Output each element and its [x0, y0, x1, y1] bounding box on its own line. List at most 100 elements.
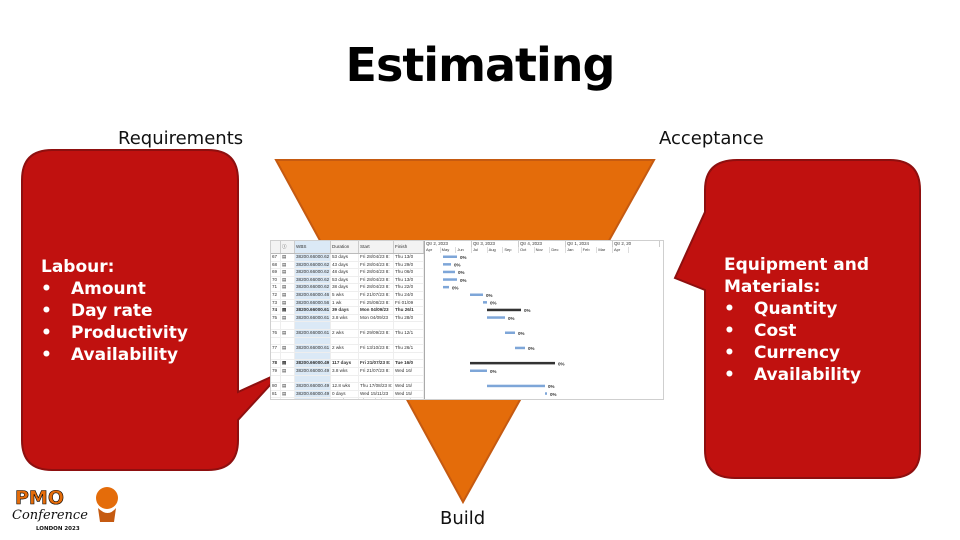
logo-mascot-icon — [96, 487, 118, 509]
gantt-cell-wbs: 38200.66000.62 — [295, 254, 331, 261]
gantt-cell-duration: 2 wks — [331, 329, 359, 337]
gantt-row — [271, 352, 424, 361]
gantt-cell-icon: ▤ — [281, 261, 295, 269]
gantt-cell-icon: ▤ — [281, 367, 295, 375]
gantt-cell-finish — [394, 375, 424, 383]
gantt-cell-finish: Thu 12/1 — [394, 329, 424, 337]
gantt-cell-finish: Thu 28/0 — [394, 314, 424, 322]
gantt-bar-label: 0% — [460, 278, 467, 283]
gantt-col-finish: Finish — [394, 241, 424, 253]
gantt-cell-icon: ▤ — [281, 307, 295, 314]
gantt-col-mode: ⓘ — [281, 241, 295, 253]
gantt-col-id — [271, 241, 281, 253]
gantt-month-label: Apr — [613, 247, 629, 253]
gantt-cell-finish: Thu 26/1 — [394, 307, 424, 314]
equipment-heading: Equipment and Materials: — [724, 255, 870, 297]
gantt-cell-icon: ▤ — [281, 398, 295, 399]
gantt-cell-start: Fri 21/07/23 8: — [359, 367, 394, 375]
gantt-month-label: May — [441, 247, 457, 253]
gantt-cell-finish: Thu 06/0 — [394, 269, 424, 276]
gantt-cell-wbs: 38200.66000.61 — [295, 314, 331, 322]
gantt-cell-finish: Wed 16/ — [394, 367, 424, 375]
gantt-cell-wbs — [295, 322, 331, 329]
gantt-cell-icon — [281, 375, 295, 383]
gantt-cell-id: 82 — [271, 398, 281, 399]
build-label: Build — [440, 508, 486, 529]
gantt-row — [271, 375, 424, 384]
gantt-cell-finish: Tue 16/0 — [394, 360, 424, 367]
gantt-cell-icon: ▤ — [281, 269, 295, 276]
gantt-cell-id: 74 — [271, 307, 281, 314]
gantt-month-label: Jun — [456, 247, 472, 253]
gantt-cell-id: 67 — [271, 254, 281, 261]
gantt-quarter-label: Qtr 1, 2024 — [566, 241, 613, 247]
gantt-cell-wbs: 38200.66000.46 — [295, 291, 331, 299]
gantt-cell-wbs: 38200.66000.49 — [295, 398, 331, 399]
gantt-cell-finish: Thu 13/0 — [394, 254, 424, 261]
gantt-cell-wbs — [295, 337, 331, 345]
gantt-cell-start: Fri 28/04/23 8: — [359, 261, 394, 269]
gantt-cell-id: 75 — [271, 314, 281, 322]
gantt-cell-duration: 43 days — [331, 261, 359, 269]
gantt-cell-duration: 3.8 wks — [331, 367, 359, 375]
gantt-cell-duration — [331, 337, 359, 345]
gantt-table: ⓘ WBS Duration Start Finish 67▤38200.660… — [271, 241, 424, 399]
gantt-cell-duration: 5 wks — [331, 291, 359, 299]
gantt-cell-finish: Wed 15/ — [394, 383, 424, 390]
gantt-cell-finish: Thu 24/0 — [394, 291, 424, 299]
gantt-bar — [443, 255, 457, 258]
gantt-bar-label: 0% — [458, 270, 465, 275]
equipment-item: Currency — [724, 342, 904, 364]
gantt-cell-start: Fri 29/09/23 8: — [359, 329, 394, 337]
gantt-cell-finish: Tue 16/0 — [394, 398, 424, 399]
gantt-cell-start: Thu 16/11/23 8: — [359, 398, 394, 399]
logo-line2: Conference — [12, 508, 88, 523]
gantt-cell-finish — [394, 337, 424, 345]
gantt-bar-label: 0% — [558, 361, 565, 366]
gantt-cell-id: 73 — [271, 299, 281, 307]
gantt-bar — [545, 392, 547, 395]
gantt-cell-start — [359, 322, 394, 329]
gantt-cell-start: Thu 17/08/23 8: — [360, 383, 394, 390]
gantt-cell-duration: 53 days — [331, 276, 359, 284]
gantt-cell-id: 70 — [271, 276, 281, 284]
labour-list: Labour: Amount Day rate Productivity Ava… — [41, 256, 188, 366]
gantt-bar — [443, 270, 455, 274]
gantt-bar — [470, 293, 483, 296]
gantt-bar — [443, 263, 451, 266]
gantt-cell-wbs — [295, 352, 331, 360]
equipment-item: Cost — [724, 320, 904, 342]
gantt-cell-duration: 2 wks — [331, 345, 359, 352]
gantt-cell-icon: ▤ — [281, 345, 295, 352]
gantt-month-label: Mar — [597, 247, 613, 253]
gantt-cell-id — [271, 352, 281, 360]
gantt-cell-start: Fri 28/04/23 8: — [359, 276, 394, 284]
gantt-bar-label: 0% — [508, 316, 515, 321]
gantt-cell-duration: 39 days — [331, 307, 359, 314]
gantt-cell-finish: Thu 29/0 — [394, 261, 424, 269]
gantt-month-label: Oct — [519, 247, 535, 253]
gantt-cell-finish — [394, 352, 424, 360]
gantt-cell-id: 69 — [271, 269, 281, 276]
pmo-conference-logo: PMO Conference LONDON 2023 — [12, 487, 118, 532]
gantt-cell-wbs: 38200.66000.56 — [295, 299, 331, 307]
gantt-cell-duration: 117 days — [331, 360, 359, 367]
gantt-cell-duration: 12.8 wks — [331, 383, 359, 390]
gantt-month-label: Apr — [425, 247, 441, 253]
gantt-cell-start — [359, 375, 394, 383]
gantt-bar-label: 0% — [548, 384, 555, 389]
gantt-table-header: ⓘ WBS Duration Start Finish — [271, 241, 424, 254]
gantt-cell-finish: Thu 26/1 — [394, 345, 424, 352]
gantt-cell-duration — [331, 352, 359, 360]
